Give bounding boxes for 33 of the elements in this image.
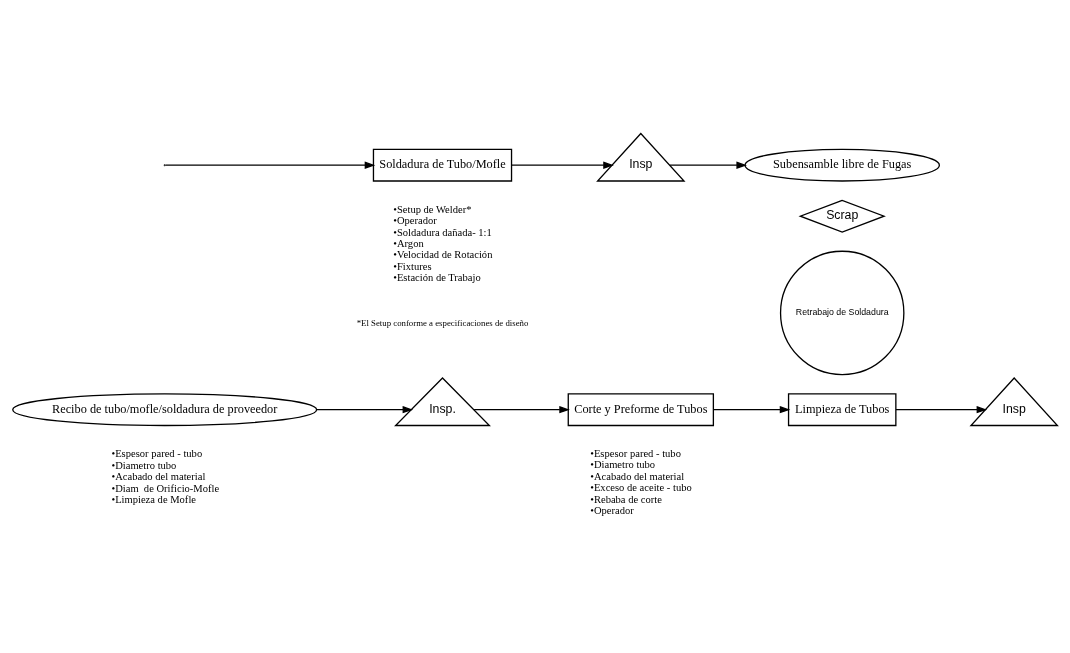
arrow — [669, 160, 747, 169]
node-circle: Retrabajo de Soldadura — [779, 250, 905, 375]
node-ellipse: Recibo de tubo/mofle/soldadura de proveedor — [12, 392, 318, 426]
node-label: •Estación de Trabajo — [393, 271, 481, 283]
arrow — [164, 160, 376, 169]
node-label: •Exceso de aceite - tubo — [590, 481, 692, 493]
node-box: Soldadura de Tubo/Mofle — [372, 148, 513, 182]
node-label: •Operador — [393, 214, 437, 226]
node-label: •Fixtures — [393, 260, 432, 272]
node-box: Limpieza de Tubos — [787, 392, 897, 426]
arrow — [712, 405, 791, 413]
node-label: •Acabado del material — [111, 470, 206, 482]
node-label: •Soldadura dañada- 1:1 — [393, 226, 492, 238]
node-label: •Argon — [393, 237, 424, 249]
node-label: •Velocidad de Rotación — [393, 248, 493, 260]
node-ellipse: Subensamble libre de Fugas — [744, 148, 941, 182]
arrow — [510, 160, 614, 169]
node-label: •Espesor pared - tubo — [590, 447, 681, 459]
node-label: •Rebaba de corte — [590, 493, 662, 505]
node-label: •Diametro tubo — [111, 459, 177, 471]
node-label: •Acabado del material — [590, 470, 685, 482]
node-box: Corte y Preforme de Tubos — [567, 392, 715, 426]
arrow — [473, 405, 570, 413]
node-label: •Limpieza de Mofle — [111, 493, 197, 505]
node-diamond: Scrap — [798, 199, 886, 233]
node-label: •Diam de Orificio-Mofle — [111, 482, 220, 494]
node-label: •Setup de Welder* — [393, 203, 472, 215]
arrow — [316, 405, 414, 413]
arrow — [895, 405, 988, 413]
node-label: •Espesor pared - tubo — [111, 447, 203, 459]
node-label: •Operador — [590, 504, 634, 516]
node-label: •Diametro tubo — [590, 458, 656, 470]
label: *El Setup conforme a especificaciones de diseño — [356, 317, 529, 328]
